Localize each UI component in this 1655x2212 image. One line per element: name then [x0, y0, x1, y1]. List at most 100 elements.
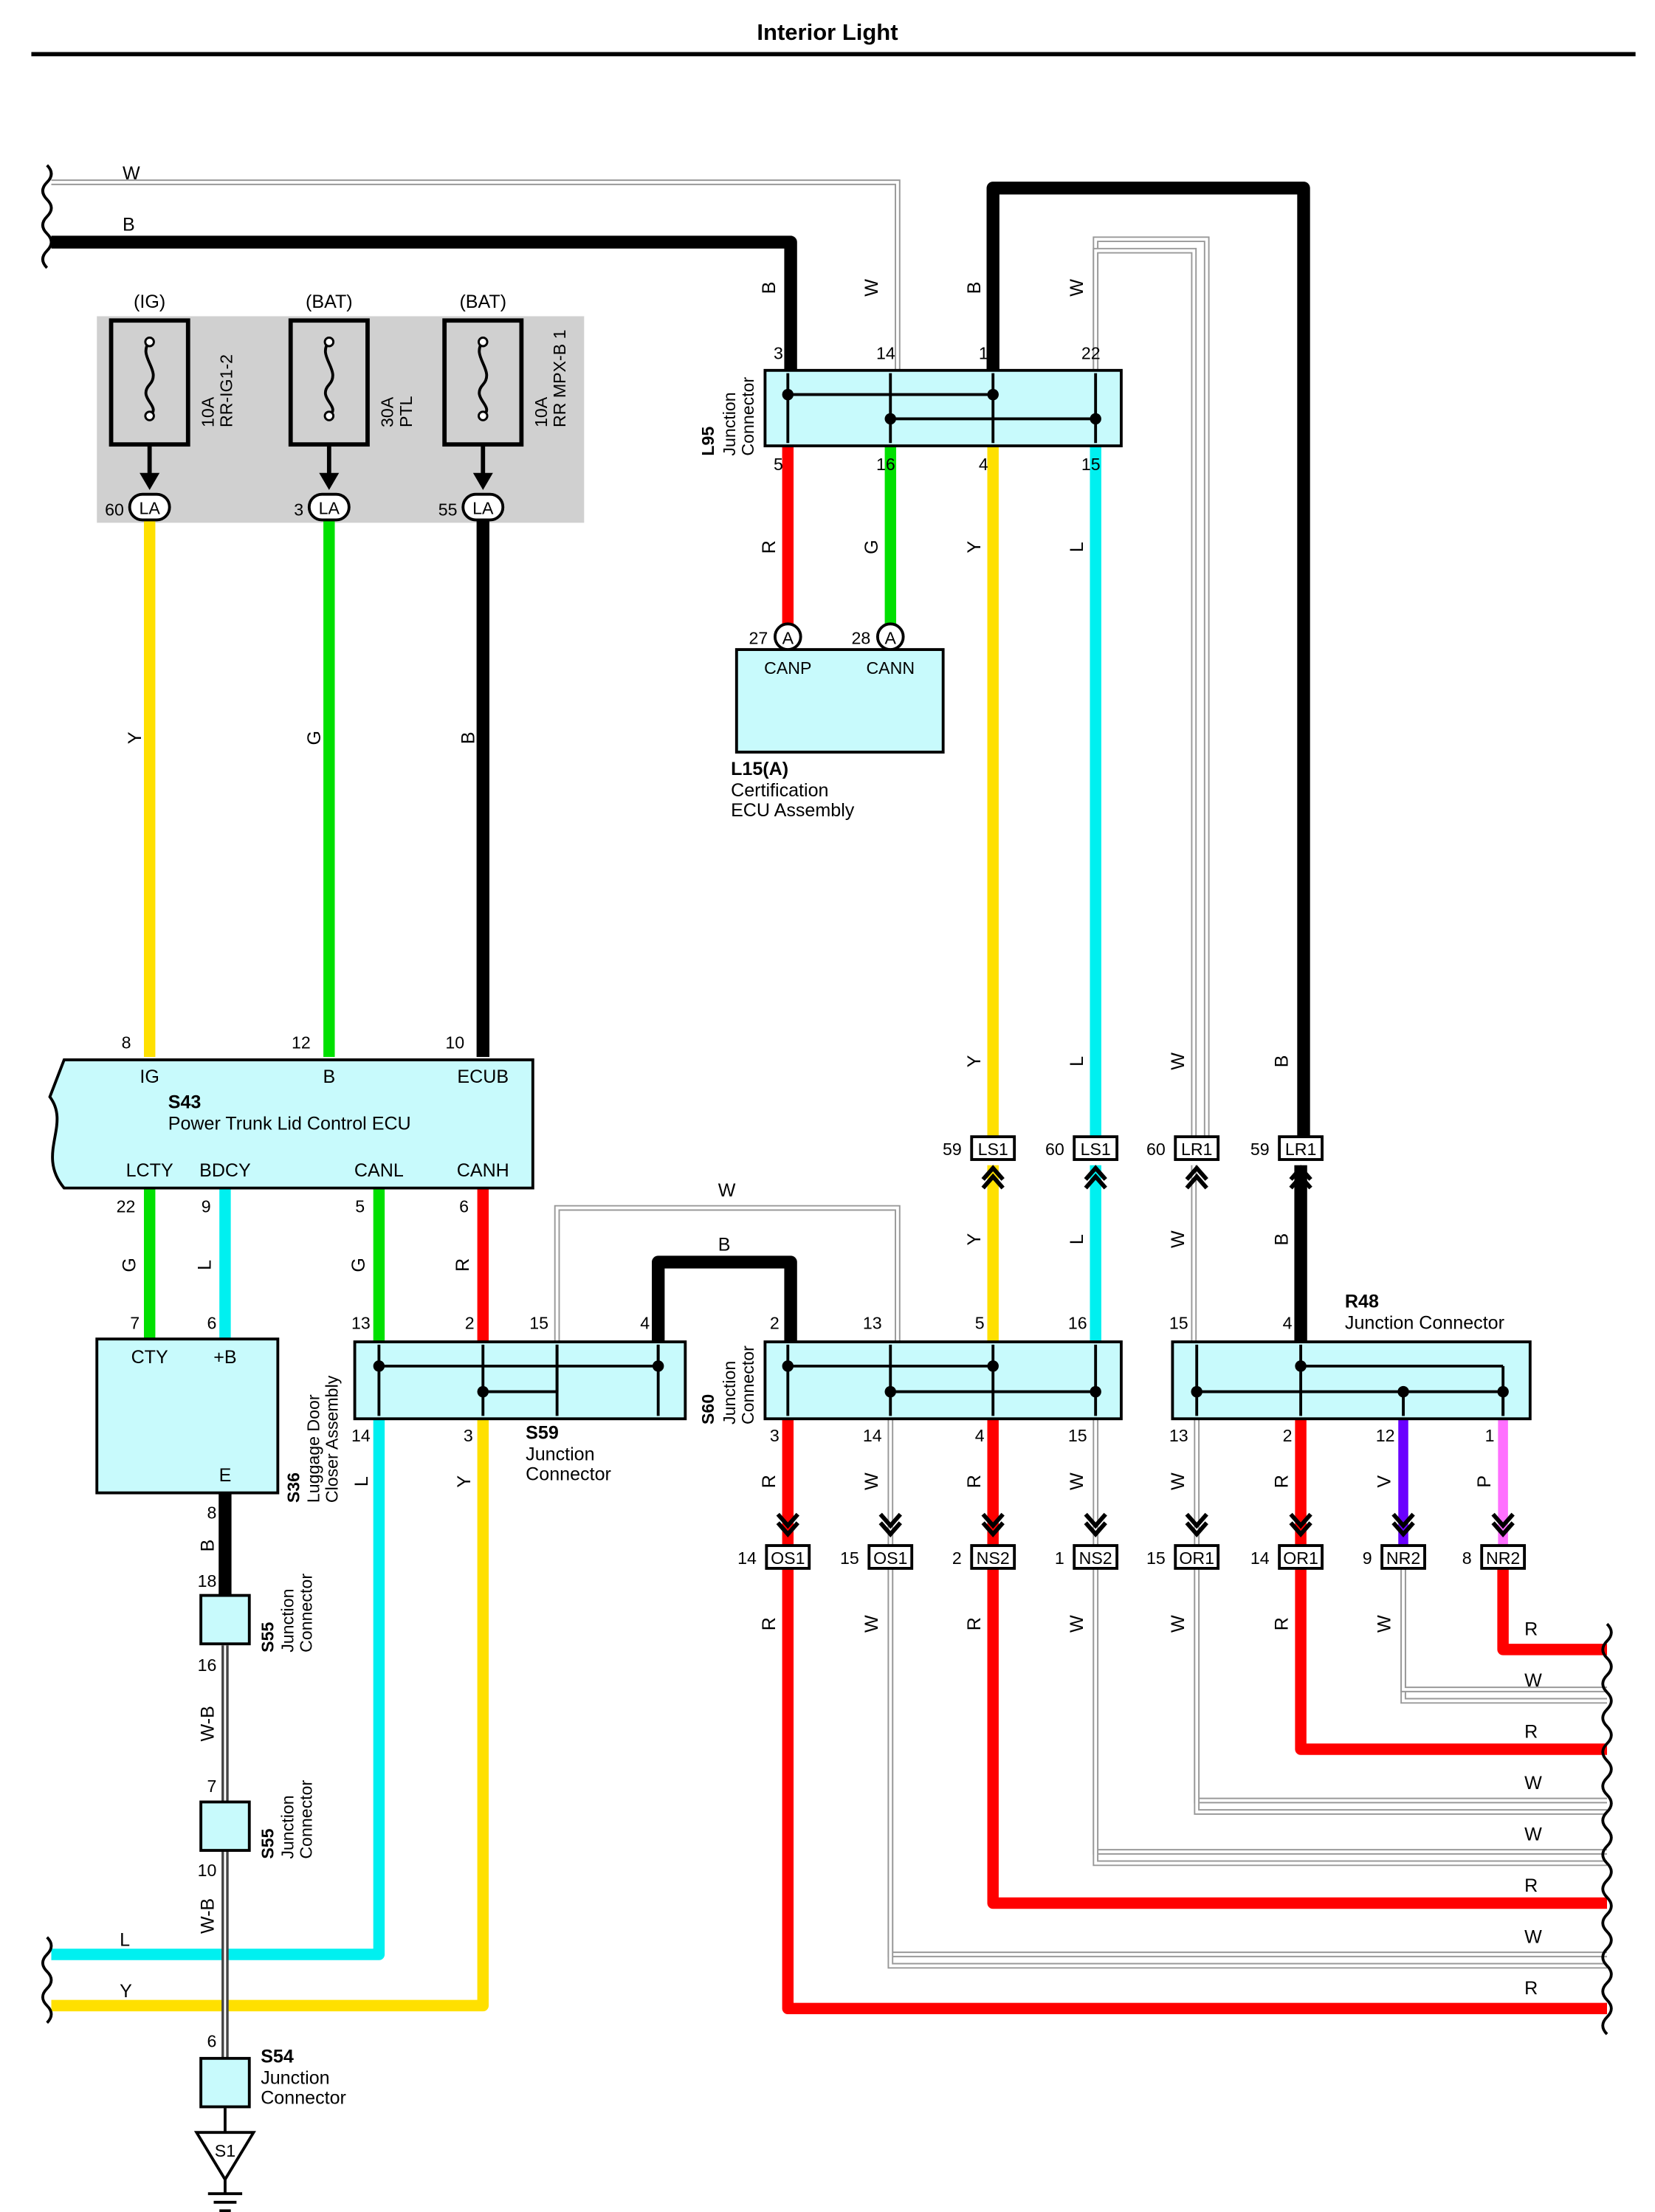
chevron-down	[878, 1521, 902, 1537]
fuse-supply-label: (BAT)	[459, 292, 506, 312]
pin-label: 16	[876, 455, 895, 474]
pin-label: 7	[130, 1314, 140, 1333]
wire-w-exit3b	[1093, 1567, 1607, 1867]
break-mark-left	[41, 1936, 53, 2024]
pin-label: 5	[975, 1314, 985, 1333]
component-name: Junction Connector	[1345, 1313, 1504, 1334]
component-name: Luggage Door	[303, 1394, 323, 1503]
wire-label: L	[1067, 1234, 1087, 1244]
connector-box	[867, 1544, 914, 1570]
fuse-terminal	[478, 410, 489, 421]
terminal-label: CANN	[866, 658, 915, 678]
terminal-label: E	[219, 1465, 232, 1486]
wire-w-exit3-core	[1094, 1567, 1607, 1853]
connector-box	[1380, 1544, 1426, 1570]
terminal-label: B	[323, 1067, 335, 1087]
pin-label: 2	[1283, 1426, 1293, 1445]
pin-label: 2	[770, 1314, 780, 1333]
pin-label: 8	[1462, 1548, 1472, 1568]
pin-label: 28	[851, 628, 870, 647]
s36-box	[95, 1337, 280, 1495]
chevron-up	[1289, 1165, 1312, 1181]
pin-label: 15	[529, 1314, 548, 1333]
component-code: L95	[698, 427, 718, 456]
wire-label: Y	[964, 1233, 985, 1245]
connector-circle	[773, 622, 802, 652]
connector-label: A	[782, 628, 794, 647]
connector-box-label: LR1	[1181, 1140, 1212, 1159]
terminal-label: CANP	[764, 658, 811, 678]
component-name: Junction	[278, 1795, 297, 1858]
pin-label: 2	[952, 1548, 962, 1568]
wire-label: G	[119, 1258, 140, 1272]
connector-box-label: LS1	[978, 1140, 1008, 1159]
pin-label: 1	[1055, 1548, 1064, 1568]
chevron-down	[981, 1512, 1005, 1529]
pin-label: 55	[438, 500, 458, 520]
fuse-terminal	[144, 410, 155, 421]
fuse-terminal	[323, 336, 335, 348]
chevron-down	[1289, 1521, 1312, 1537]
wire-w-s59-s60-core	[555, 1206, 899, 1343]
component-code: L15(A)	[731, 759, 788, 779]
wire-label: W	[861, 1472, 882, 1490]
connector-circle	[875, 622, 905, 652]
fuse-terminal	[144, 336, 155, 348]
wire-label: P	[1474, 1475, 1495, 1488]
s60-box	[763, 1340, 1123, 1421]
chevron-down	[1185, 1521, 1208, 1537]
wire-label: G	[304, 731, 325, 745]
wire-label: W	[1067, 1615, 1087, 1633]
pin-label: 13	[1169, 1426, 1188, 1445]
pin-label: 14	[737, 1548, 757, 1568]
component-name: Junction	[278, 1589, 297, 1653]
connector-oval	[461, 492, 505, 522]
chevron-up	[1185, 1173, 1208, 1190]
chevron-down	[981, 1521, 1005, 1537]
wire-label: G	[861, 540, 882, 554]
wire-label: Y	[454, 1475, 475, 1488]
break-mark-right	[1601, 1622, 1613, 2036]
pin-label: 3	[774, 343, 783, 362]
component-name: Connector	[297, 1780, 316, 1859]
pin-label: 16	[198, 1655, 217, 1675]
fuse-name: PTL	[396, 396, 416, 427]
wire-label: L	[1067, 542, 1087, 552]
wire-label: W-B	[198, 1706, 219, 1741]
fuse-supply-label: (BAT)	[306, 292, 353, 312]
pin-label: 9	[202, 1196, 211, 1216]
pin-label: 15	[1081, 455, 1101, 474]
wire-label: W	[1067, 1472, 1087, 1490]
connector-box-label: OS1	[873, 1548, 907, 1568]
chevron-up	[1185, 1165, 1208, 1181]
pin-label: 14	[351, 1426, 371, 1445]
terminal-label: CANH	[457, 1160, 509, 1181]
terminal-label: LCTY	[126, 1160, 173, 1181]
wire-l-exit	[51, 1419, 385, 1960]
pin-label: 16	[1068, 1314, 1087, 1333]
wire-label: W	[1067, 279, 1087, 297]
pin-label: 4	[640, 1314, 650, 1333]
fuse-name: RR MPX-B 1	[550, 329, 569, 427]
top-w-wire-core	[51, 181, 899, 373]
pin-label: 3	[770, 1426, 780, 1445]
pin-label: 60	[1146, 1140, 1166, 1159]
wire-label: B	[759, 281, 780, 294]
ground-icon	[193, 2131, 256, 2182]
wire-w-exit3	[1093, 1567, 1607, 1855]
chevron-up	[1084, 1165, 1107, 1181]
pin-label: 6	[459, 1196, 469, 1216]
pin-label: 5	[774, 455, 783, 474]
pin-label: 22	[1081, 343, 1101, 362]
chevron-down	[1084, 1512, 1107, 1529]
pin-label: 5	[355, 1196, 365, 1216]
pin-label: 15	[1146, 1548, 1166, 1568]
wire-label: W	[861, 279, 882, 297]
terminal-label: ECUB	[457, 1067, 509, 1087]
pin-label: 14	[876, 343, 895, 362]
chevron-down	[1491, 1521, 1515, 1537]
break-mark-top	[41, 164, 53, 269]
terminal-label: CTY	[131, 1347, 168, 1368]
component-name: Junction	[526, 1444, 594, 1464]
